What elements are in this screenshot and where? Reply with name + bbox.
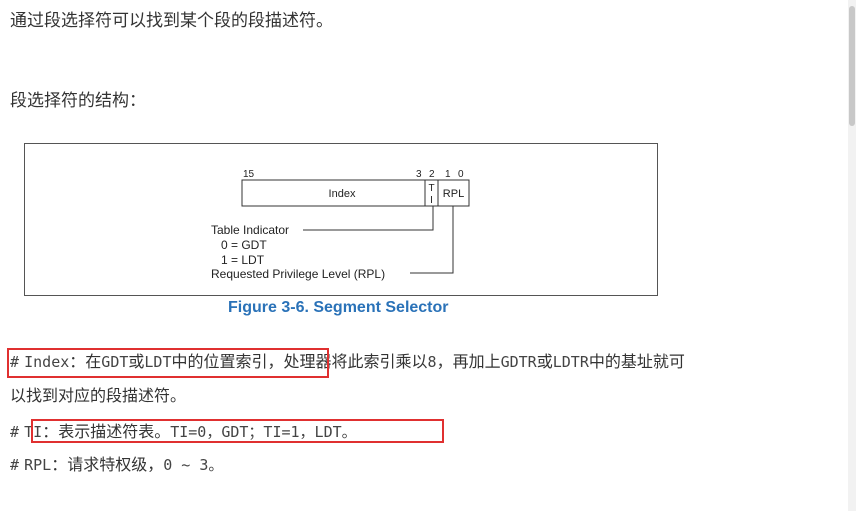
ti-hash: # [10, 423, 20, 441]
structure-heading: 段选择符的结构： [10, 91, 146, 111]
ti-field-i: I [430, 195, 433, 206]
index-processor-text: 处理器将此索引乘以 [283, 352, 428, 371]
index-gdt-text: GDT [101, 353, 129, 371]
index-gdtr-text: GDTR [500, 353, 537, 371]
index-eight: 8 [427, 353, 437, 371]
segment-selector-diagram: 15 3 2 1 0 Index T I RPL Table Indicator… [211, 169, 470, 281]
ldt-value-label: 1 = LDT [221, 253, 265, 267]
gdt-value-label: 0 = GDT [221, 238, 267, 252]
ti-leader-line [303, 206, 434, 231]
scrollbar-track[interactable] [848, 0, 856, 511]
index-ldt-text: LDT [144, 353, 172, 371]
bit-3-label: 3 [416, 169, 422, 180]
index-position-text: 中的位置索引 [171, 352, 268, 371]
rpl-field-label: RPL [443, 188, 464, 200]
rpl-description-label: Requested Privilege Level (RPL) [211, 267, 385, 281]
index-field-label: Index [329, 188, 356, 200]
bit-1-label: 1 [445, 169, 451, 180]
ti-highlight-box [31, 419, 444, 443]
ti-desc-text: ：表示描述符表。 [42, 422, 171, 441]
ti-values-text: TI=0，GDT；TI=1，LDT。 [170, 423, 357, 441]
index-or2-text: 或 [536, 352, 553, 371]
figure-caption: Figure 3-6. Segment Selector [228, 299, 449, 316]
index-comma: ， [267, 352, 284, 371]
bit-0-label: 0 [458, 169, 464, 180]
bit-2-label: 2 [429, 169, 435, 180]
bit-15-label: 15 [243, 169, 255, 180]
index-ldtr-text: LDTR [552, 353, 589, 371]
selector-field-box [241, 179, 470, 207]
index-note-line2: 以找到对应的段描述符。 [10, 386, 187, 405]
rpl-note-line: # RPL：请求特权级，0 ~ 3。 [10, 454, 223, 476]
index-base-text: 中的基址就可 [588, 352, 685, 371]
scrollbar-thumb[interactable] [849, 6, 855, 126]
index-or-text: 或 [128, 352, 145, 371]
index-add-text: ，再加上 [436, 352, 501, 371]
table-indicator-label: Table Indicator [211, 223, 289, 237]
intro-paragraph: 通过段选择符可以找到某个段的段描述符。 [10, 11, 333, 31]
ti-field-t: T [428, 183, 434, 194]
index-keyword: Index [24, 353, 70, 371]
rpl-desc-text: ：请求特权级， [51, 455, 164, 474]
rpl-hash: # [10, 456, 20, 474]
ti-keyword: TI [24, 423, 43, 441]
segment-selector-figure: 15 3 2 1 0 Index T I RPL Table Indicator… [24, 143, 658, 296]
index-hash: # [10, 353, 20, 371]
index-note-line: # Index：在GDT或LDT中的位置索引，处理器将此索引乘以8，再加上GDT… [10, 351, 685, 373]
index-colon-text: ：在 [69, 352, 102, 371]
rpl-range-text: 0 ~ 3。 [163, 456, 224, 474]
index-highlight-box [7, 348, 329, 378]
ti-note-line: # TI：表示描述符表。TI=0，GDT；TI=1，LDT。 [10, 421, 357, 443]
rpl-keyword: RPL [24, 456, 52, 474]
rpl-leader-line [410, 206, 454, 274]
